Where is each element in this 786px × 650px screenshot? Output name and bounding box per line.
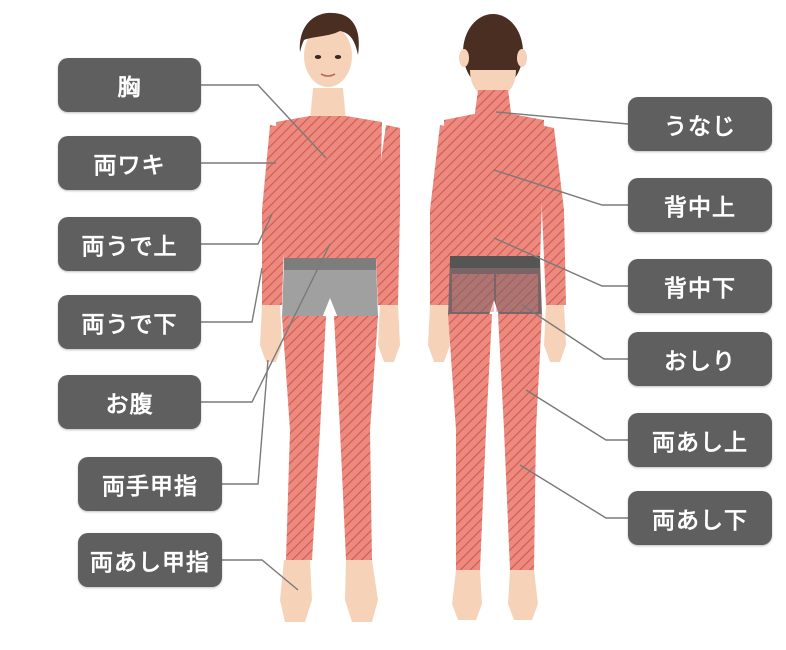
leader-buttocks [521, 304, 628, 360]
leader-chest [201, 84, 327, 159]
label-nape: うなじ [628, 97, 772, 151]
front-right-hand [378, 305, 400, 362]
label-upper-back: 背中上 [628, 178, 772, 232]
label-buttocks: おしり [628, 332, 772, 386]
front-left-foot [280, 560, 312, 622]
front-right-leg [334, 316, 378, 560]
leader-lower-legs [519, 464, 628, 519]
leader-nape [495, 111, 629, 125]
front-torso [276, 116, 382, 262]
leader-feet [222, 559, 299, 591]
front-face [304, 25, 352, 87]
leader-hands [222, 359, 269, 485]
label-hands: 両手甲指 [78, 457, 222, 511]
label-lower-back: 背中下 [628, 259, 772, 313]
label-armpits: 両ワキ [58, 136, 201, 190]
back-left-foot [452, 570, 482, 620]
leader-thighs [525, 389, 628, 441]
front-left-leg [282, 316, 326, 560]
label-thighs: 両あし上 [628, 413, 772, 467]
back-torso [444, 114, 544, 262]
leader-lines [201, 84, 629, 591]
back-left-hand [428, 305, 450, 362]
front-left-hand [260, 305, 282, 362]
back-right-foot [508, 570, 538, 620]
label-feet: 両あし甲指 [78, 533, 222, 587]
back-right-hand [544, 305, 566, 362]
man-back-figure-icon [428, 14, 566, 620]
front-underwear [282, 260, 378, 318]
back-right-arm [540, 125, 566, 305]
leader-lower-arms [201, 267, 263, 323]
front-right-foot [345, 560, 378, 622]
leader-lower-back [493, 237, 628, 287]
label-chest: 胸 [58, 58, 201, 112]
back-left-leg [448, 314, 492, 570]
label-lower-arms: 両うで下 [58, 295, 201, 349]
leader-upper-arms [201, 213, 273, 245]
back-right-leg [498, 314, 542, 570]
man-front-figure-icon [260, 12, 400, 622]
label-lower-legs: 両あし下 [628, 491, 772, 545]
label-belly: お腹 [58, 375, 201, 429]
front-neck [310, 88, 346, 120]
leader-upper-back [493, 169, 628, 206]
label-upper-arms: 両うで上 [58, 217, 201, 271]
leader-belly [201, 243, 331, 403]
front-hair [299, 12, 359, 55]
